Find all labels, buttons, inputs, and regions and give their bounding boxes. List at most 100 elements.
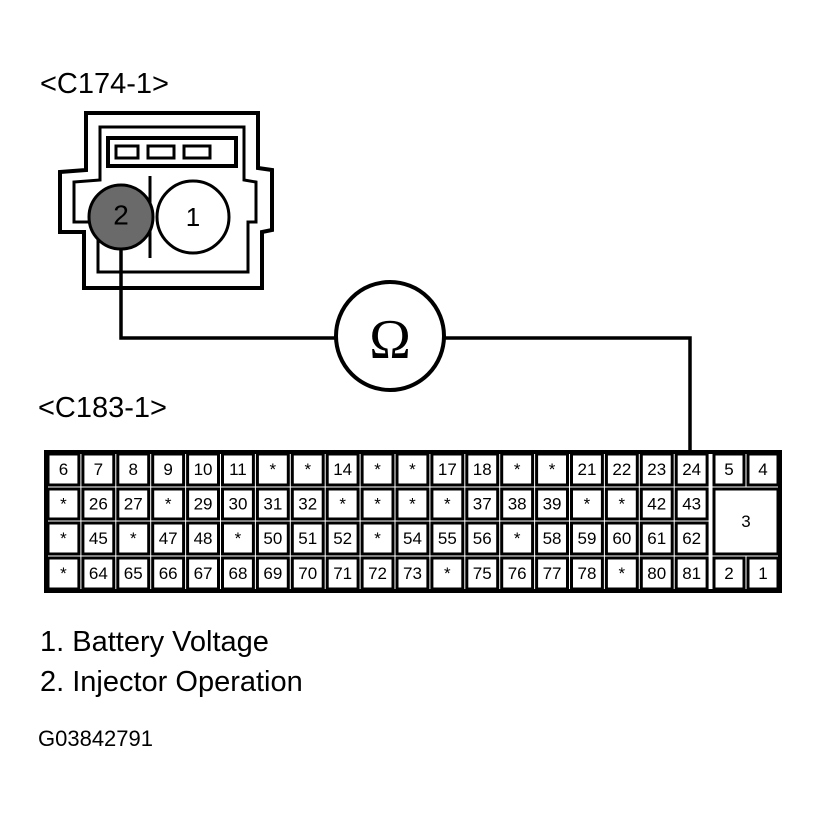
pin-cell xyxy=(151,556,186,591)
pin-cell xyxy=(500,487,535,521)
pin-cell xyxy=(674,556,709,591)
pin-number: 24 xyxy=(682,460,701,479)
pin-cell xyxy=(81,487,116,521)
pin-number: 10 xyxy=(194,460,213,479)
pin-cell xyxy=(81,452,116,487)
connector-c183-pin: 80 xyxy=(639,556,674,591)
connector-c183-pin: 14 xyxy=(325,452,360,487)
pin-number: * xyxy=(409,495,416,514)
pin-cell xyxy=(151,521,186,556)
pin-cell xyxy=(186,487,221,521)
pin-number: 48 xyxy=(194,529,213,548)
pin-cell xyxy=(430,487,465,521)
connector-c183-pin: * xyxy=(360,487,395,521)
pin-number: * xyxy=(444,495,451,514)
connector-c183-pin: 45 xyxy=(81,521,116,556)
pin-number: 51 xyxy=(298,529,317,548)
pin-number: 65 xyxy=(124,564,143,583)
pin-cell xyxy=(674,487,709,521)
connector-c183-pin: 17 xyxy=(430,452,465,487)
connector-c183-label: <C183-1> xyxy=(38,392,167,424)
connector-c183-pin: 48 xyxy=(186,521,221,556)
pin-cell xyxy=(395,452,430,487)
pin-number: 39 xyxy=(543,495,562,514)
connector-c183-pin: 78 xyxy=(570,556,604,591)
pin-number: 22 xyxy=(612,460,631,479)
pin-cell xyxy=(116,556,151,591)
pin-number: 3 xyxy=(741,512,750,531)
pin-number: 7 xyxy=(94,460,103,479)
pin-cell xyxy=(395,556,430,591)
connector-c183-pin: 29 xyxy=(186,487,221,521)
connector-c183-pin: * xyxy=(430,487,465,521)
connector-c183-pin: 81 xyxy=(674,556,709,591)
connector-c183-pin: 7 xyxy=(81,452,116,487)
pin-cell xyxy=(465,452,500,487)
connector-c183-pin: * xyxy=(290,452,325,487)
connector-c183-pin: 27 xyxy=(116,487,151,521)
connector-c183-pin: 68 xyxy=(221,556,255,591)
pin-number: 17 xyxy=(438,460,457,479)
connector-c183-pin: 65 xyxy=(116,556,151,591)
connector-c183-pin: 54 xyxy=(395,521,430,556)
pin-cell xyxy=(221,452,255,487)
connector-c183-pin: 23 xyxy=(639,452,674,487)
pin-number: 2 xyxy=(724,564,733,583)
pin-number: 21 xyxy=(577,460,596,479)
pin-number: 45 xyxy=(89,529,108,548)
connector-c183-pin: 64 xyxy=(81,556,116,591)
pin-number: 59 xyxy=(577,529,596,548)
connector-c183-pin: * xyxy=(604,556,639,591)
connector-c183-pin: 72 xyxy=(360,556,395,591)
pin-cell xyxy=(255,521,290,556)
connector-c183-pin: * xyxy=(46,487,81,521)
connector-c183-pin: 61 xyxy=(639,521,674,556)
pin-number: 75 xyxy=(473,564,492,583)
pin-cell xyxy=(500,556,535,591)
legend-item-injector-operation: 2. Injector Operation xyxy=(40,666,303,698)
c174-pin-2-number: 2 xyxy=(113,200,129,231)
pin-cell xyxy=(746,556,780,591)
pin-number: 56 xyxy=(473,529,492,548)
pin-number: 8 xyxy=(129,460,138,479)
pin-cell xyxy=(712,452,746,487)
pin-cell xyxy=(360,521,395,556)
pin-number: 69 xyxy=(263,564,282,583)
pin-number: 55 xyxy=(438,529,457,548)
pin-cell xyxy=(116,521,151,556)
pin-number: * xyxy=(584,495,591,514)
pin-number: 31 xyxy=(263,495,282,514)
pin-cell xyxy=(674,452,709,487)
pin-number: * xyxy=(514,460,521,479)
pin-number: 60 xyxy=(612,529,631,548)
pin-cell xyxy=(674,521,709,556)
pin-cell xyxy=(290,487,325,521)
pin-number: * xyxy=(60,529,67,548)
pin-cell xyxy=(325,521,360,556)
pin-number: * xyxy=(514,529,521,548)
pin-number: * xyxy=(130,529,137,548)
connector-c183-pin: * xyxy=(604,487,639,521)
pin-number: * xyxy=(374,460,381,479)
connector-c183-pin: 37 xyxy=(465,487,500,521)
pin-cell xyxy=(325,487,360,521)
pin-cell xyxy=(325,556,360,591)
connector-c183-pin: * xyxy=(430,556,465,591)
connector-c183-pin: 9 xyxy=(151,452,186,487)
pin-cell xyxy=(360,452,395,487)
pin-cell xyxy=(430,556,465,591)
pin-number: 23 xyxy=(647,460,666,479)
connector-c183-pin: * xyxy=(325,487,360,521)
pin-cell xyxy=(535,487,569,521)
pin-number: 61 xyxy=(647,529,666,548)
connector-c183-pin: * xyxy=(535,452,569,487)
pin-number: 72 xyxy=(368,564,387,583)
pin-cell xyxy=(255,452,290,487)
pin-cell xyxy=(465,521,500,556)
connector-c183-pin: * xyxy=(221,521,255,556)
pin-number: 38 xyxy=(508,495,527,514)
connector-c183-pin: 39 xyxy=(535,487,569,521)
pin-cell xyxy=(639,521,674,556)
pin-number: * xyxy=(60,495,67,514)
